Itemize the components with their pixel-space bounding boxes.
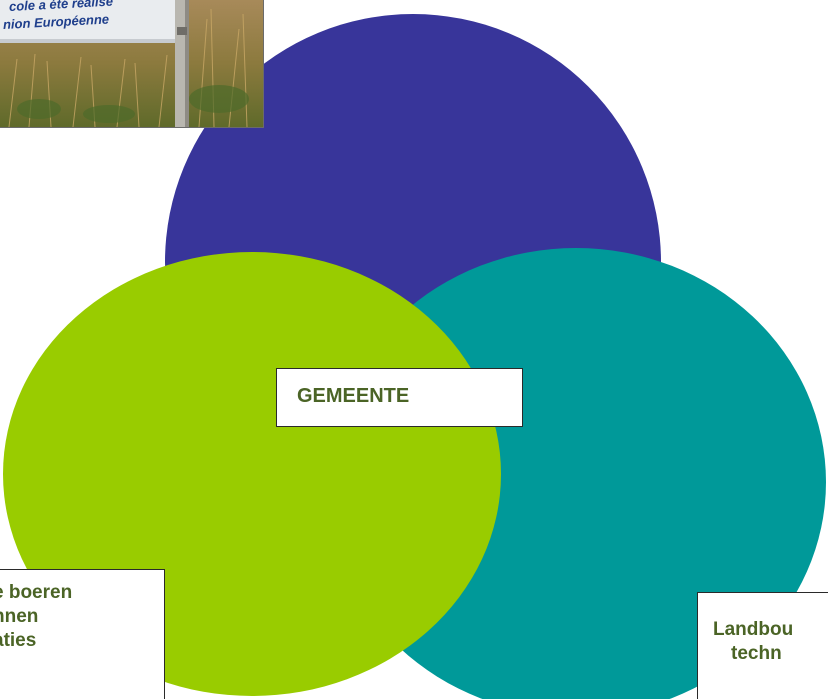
label-farmers-line-3: aties: [0, 630, 37, 651]
label-farmers-line-1: e boeren: [0, 582, 73, 603]
label-agri-line-1: Landbou: [713, 619, 794, 640]
field-sign-photo: cole a été réalisé nion Européenne: [0, 0, 264, 128]
label-gemeente: GEMEENTE: [276, 368, 523, 427]
photo-image: [0, 0, 263, 127]
label-agri-line-2: techn: [731, 643, 782, 664]
label-agri-technicians: Landbou techn: [697, 592, 828, 699]
